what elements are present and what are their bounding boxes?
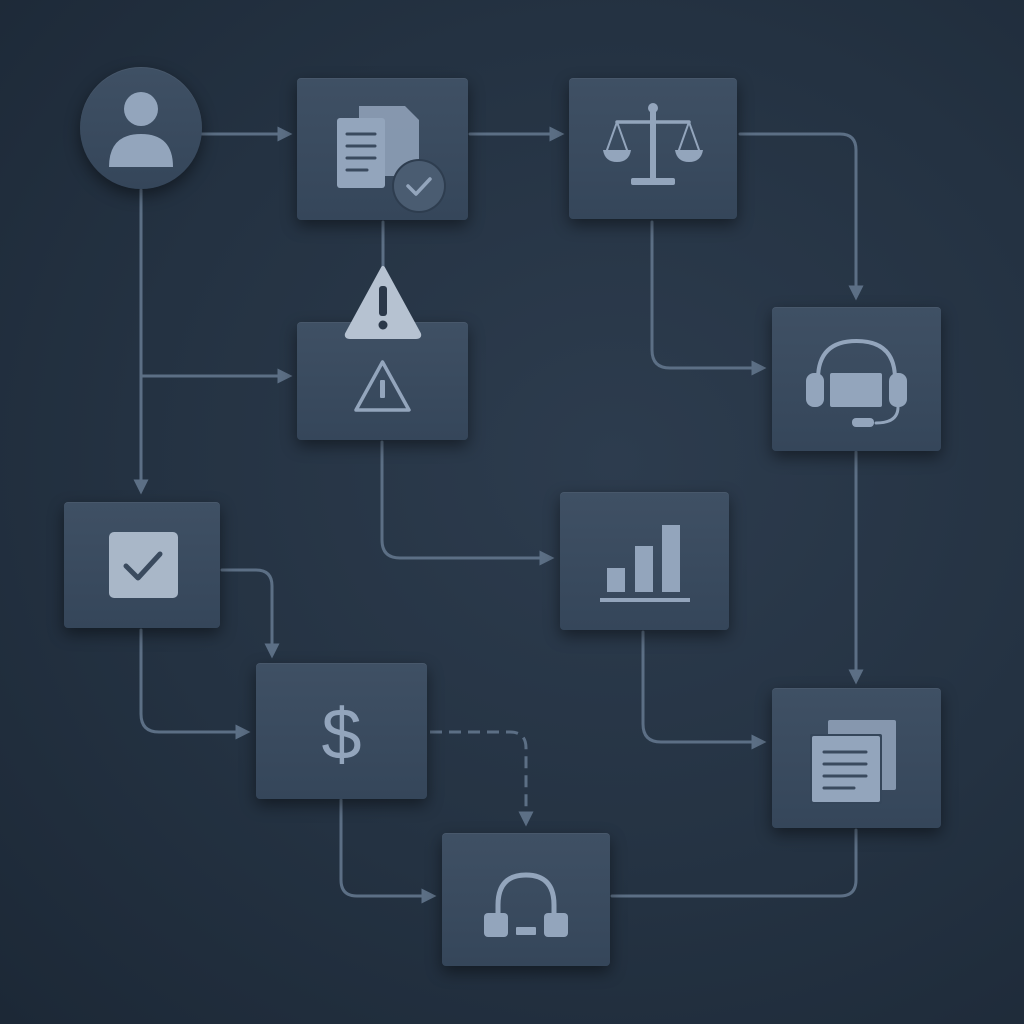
approval-node[interactable] xyxy=(64,502,220,628)
edge-warning-to-analytics xyxy=(380,440,555,566)
dollar-icon: $ xyxy=(321,695,361,775)
payment-node[interactable]: $ xyxy=(256,663,427,799)
exclamation-alert-icon xyxy=(344,266,422,339)
headset-icon xyxy=(806,339,907,427)
edge-approval-to-payment-side xyxy=(139,628,251,740)
support-node[interactable] xyxy=(772,307,941,451)
legal-node[interactable] xyxy=(569,78,737,219)
edge-payment-to-helpdesk-dashed xyxy=(430,730,534,827)
svg-text:$: $ xyxy=(321,695,361,775)
warning-node[interactable] xyxy=(297,322,468,440)
documents-approved-node[interactable] xyxy=(297,78,468,220)
edge-reports-to-helpdesk xyxy=(610,828,858,898)
edge-legal-to-support-top xyxy=(738,132,864,301)
documents-check-icon xyxy=(337,106,446,213)
edge-approval-to-payment-top xyxy=(220,568,280,659)
reports-node[interactable] xyxy=(772,688,941,828)
headphones-icon xyxy=(484,872,568,937)
balance-scale-icon xyxy=(603,103,703,185)
analytics-node[interactable] xyxy=(560,492,729,630)
warning-triangle-icon xyxy=(354,360,411,412)
helpdesk-node[interactable] xyxy=(442,833,610,966)
edge-analytics-to-reports xyxy=(641,630,767,750)
user-icon xyxy=(109,92,173,167)
user-node[interactable] xyxy=(80,67,202,189)
edge-legal-to-support-side xyxy=(650,220,767,376)
bar-chart-icon xyxy=(600,525,690,602)
documents-stack-icon xyxy=(810,720,896,804)
edge-payment-to-helpdesk xyxy=(339,798,437,904)
checkbox-icon xyxy=(109,532,178,598)
